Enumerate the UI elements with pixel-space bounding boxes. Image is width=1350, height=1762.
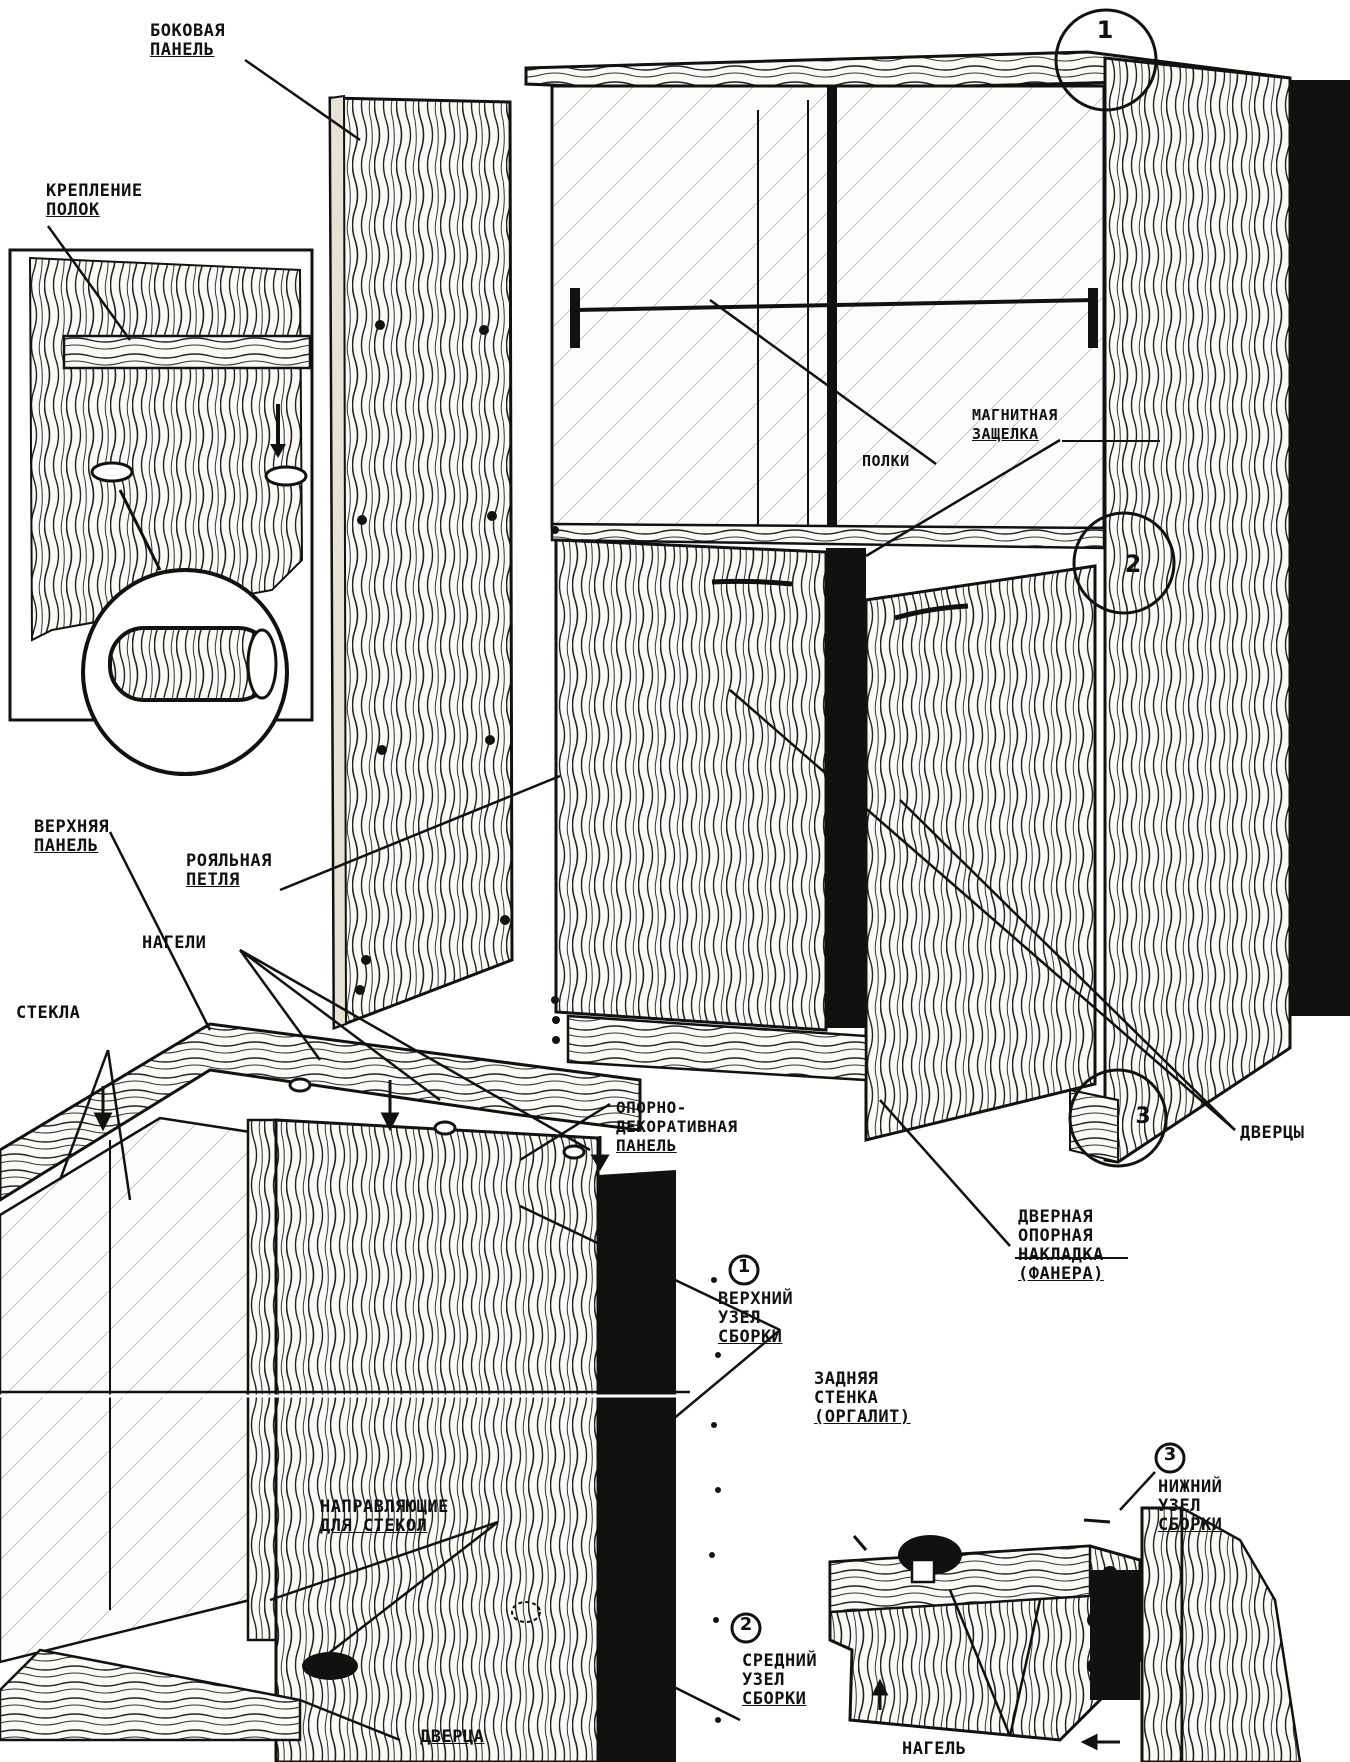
- label-magnetic-latch: МАГНИТНАЯ ЗАЩЕЛКА: [972, 406, 1058, 444]
- detail-circles: [1054, 8, 1176, 1168]
- callout-number-2-small: 2: [739, 1614, 753, 1635]
- label-back-wall-line-3: (ОРГАЛИТ): [814, 1407, 911, 1427]
- label-support-panel-line-2: ДЕКОРАТИВНАЯ: [616, 1117, 738, 1136]
- label-door-plate-line-1: ДВЕРНАЯ: [1018, 1207, 1094, 1227]
- label-doors-text: ДВЕРЦЫ: [1240, 1123, 1305, 1143]
- leader-lines: [46, 58, 1236, 1742]
- cabinet-left-door: [554, 538, 828, 1032]
- label-dowel: НАГЕЛЬ: [902, 1740, 966, 1759]
- cabinet-interior: [826, 548, 866, 1028]
- label-piano-hinge-line-2: ПЕТЛЯ: [186, 870, 240, 890]
- label-door-plate-line-2: ОПОРНАЯ: [1018, 1226, 1094, 1246]
- label-top-panel-line-1: ВЕРХНЯЯ: [34, 817, 110, 837]
- label-glass-guides: НАПРАВЛЯЮЩИЕ ДЛЯ СТЕКОЛ: [320, 1498, 449, 1536]
- cabinet-right-door: [864, 564, 1097, 1142]
- callout-number-3: 3: [1135, 1104, 1151, 1129]
- label-door: ДВЕРЦА: [420, 1728, 484, 1747]
- label-support-panel: ОПОРНО- ДЕКОРАТИВНАЯ ПАНЕЛЬ: [616, 1098, 738, 1155]
- label-door-plate-line-4: (ФАНЕРА): [1018, 1264, 1104, 1284]
- label-side-panel: БОКОВАЯ ПАНЕЛЬ: [150, 22, 225, 60]
- label-lower-joint-line-2: УЗЕЛ: [1158, 1496, 1201, 1516]
- label-support-panel-line-3: ПАНЕЛЬ: [616, 1136, 677, 1155]
- label-lower-joint-line-1: НИЖНИЙ: [1158, 1477, 1223, 1497]
- callout-number-1-small: 1: [737, 1256, 751, 1277]
- back-wall-hardboard: [598, 1170, 676, 1762]
- label-top-panel-line-2: ПАНЕЛЬ: [34, 836, 99, 856]
- cabinet-middle-rail: [550, 522, 1106, 550]
- label-middle-joint-line-3: СБОРКИ: [742, 1689, 807, 1709]
- label-upper-joint-line-1: ВЕРХНИЙ: [718, 1289, 794, 1309]
- callout-number-1: 1: [1096, 16, 1114, 44]
- label-piano-hinge-line-1: РОЯЛЬНАЯ: [186, 851, 272, 871]
- label-side-panel-line-2: ПАНЕЛЬ: [150, 40, 215, 60]
- label-magnetic-latch-line-1: МАГНИТНАЯ: [972, 406, 1058, 424]
- label-side-panel-line-1: БОКОВАЯ: [150, 21, 226, 41]
- label-upper-joint: ВЕРХНИЙ УЗЕЛ СБОРКИ: [718, 1290, 793, 1347]
- label-shelf-mount-line-2: ПОЛОК: [46, 200, 100, 220]
- label-doors: ДВЕРЦЫ: [1240, 1124, 1304, 1143]
- label-upper-joint-line-2: УЗЕЛ: [718, 1308, 761, 1328]
- label-door-plate: ДВЕРНАЯ ОПОРНАЯ НАКЛАДКА (ФАНЕРА): [1018, 1208, 1104, 1284]
- shelf-mount-detail: [8, 248, 314, 776]
- cabinet-shelf: [574, 298, 1096, 312]
- label-middle-joint-line-2: УЗЕЛ: [742, 1670, 785, 1690]
- label-dowels-top-text: НАГЕЛИ: [142, 933, 207, 953]
- label-middle-joint: СРЕДНИЙ УЗЕЛ СБОРКИ: [742, 1652, 817, 1709]
- label-shelf-mount-line-1: КРЕПЛЕНИЕ: [46, 181, 143, 201]
- label-glass-guides-line-2: ДЛЯ СТЕКОЛ: [320, 1516, 428, 1536]
- label-lower-joint: НИЖНИЙ УЗЕЛ СБОРКИ: [1158, 1478, 1222, 1535]
- label-door-text: ДВЕРЦА: [420, 1727, 485, 1747]
- cabinet-support-panel: [566, 1014, 868, 1082]
- label-lower-joint-line-3: СБОРКИ: [1158, 1515, 1223, 1535]
- cabinet-back-shadow: [1288, 80, 1350, 1016]
- label-magnetic-latch-line-2: ЗАЩЕЛКА: [972, 425, 1039, 443]
- side-panel: [328, 94, 514, 1031]
- label-shelf-mount: КРЕПЛЕНИЕ ПОЛОК: [46, 182, 143, 220]
- label-middle-joint-line-1: СРЕДНИЙ: [742, 1651, 818, 1671]
- label-door-plate-line-3: НАКЛАДКА: [1018, 1245, 1104, 1265]
- label-glass-guides-line-1: НАПРАВЛЯЮЩИЕ: [320, 1497, 449, 1517]
- label-support-panel-line-1: ОПОРНО-: [616, 1098, 687, 1117]
- label-back-wall: ЗАДНЯЯ СТЕНКА (ОРГАЛИТ): [814, 1370, 911, 1427]
- label-back-wall-line-1: ЗАДНЯЯ: [814, 1369, 879, 1389]
- upper-joint-detail: [0, 1022, 721, 1762]
- label-glass-text: СТЕКЛА: [16, 1003, 81, 1023]
- label-glass: СТЕКЛА: [16, 1004, 80, 1023]
- label-back-wall-line-2: СТЕНКА: [814, 1388, 879, 1408]
- label-dowels-top: НАГЕЛИ: [142, 934, 206, 953]
- label-top-panel: ВЕРХНЯЯ ПАНЕЛЬ: [34, 818, 109, 856]
- label-shelves-text: ПОЛКИ: [862, 452, 910, 470]
- callout-number-3-small: 3: [1163, 1444, 1177, 1465]
- label-piano-hinge: РОЯЛЬНАЯ ПЕТЛЯ: [186, 852, 272, 890]
- cabinet: [524, 50, 1350, 1164]
- label-upper-joint-line-3: СБОРКИ: [718, 1327, 783, 1347]
- label-shelves: ПОЛКИ: [862, 452, 910, 471]
- cabinet-right-side: [1103, 56, 1292, 1164]
- lower-joint-detail: [828, 1505, 1302, 1762]
- callout-number-2: 2: [1124, 550, 1142, 578]
- label-dowel-text: НАГЕЛЬ: [902, 1739, 967, 1759]
